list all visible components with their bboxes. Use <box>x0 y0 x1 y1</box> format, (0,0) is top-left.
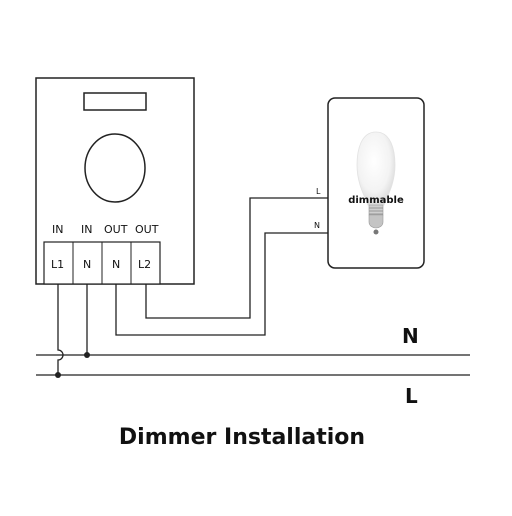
wire-l2-to-lamp <box>145 197 328 319</box>
neutral-junction-dot <box>84 352 90 358</box>
diagram-title: Dimmer Installation <box>119 425 365 450</box>
dimmer-indicator-slot <box>83 92 147 111</box>
lamp-wire-label-n: N <box>314 221 320 230</box>
neutral-bus-label: N <box>402 324 419 348</box>
terminal-header-2: IN <box>81 223 92 236</box>
terminal-n-in: N <box>83 258 91 271</box>
live-junction-dot <box>55 372 61 378</box>
wires <box>36 197 470 376</box>
dimmable-label: dimmable <box>348 195 404 206</box>
dimmer-switch: IN IN OUT OUT L1 N N L2 <box>35 77 195 285</box>
terminal-n-out: N <box>112 258 120 271</box>
terminal-l1: L1 <box>51 258 64 271</box>
terminal-header-3: OUT <box>104 223 128 236</box>
wire-l1-in <box>57 284 64 375</box>
live-bus-label: L <box>405 384 418 408</box>
lamp-fixture: dimmable L N <box>314 97 425 269</box>
terminal-l2: L2 <box>138 258 151 271</box>
terminal-header-4: OUT <box>135 223 159 236</box>
bulb-icon <box>356 131 396 235</box>
dimmer-knob <box>84 133 146 203</box>
wire-n-to-lamp <box>115 232 328 336</box>
terminal-header-1: IN <box>52 223 63 236</box>
lamp-wire-label-l: L <box>316 187 321 196</box>
